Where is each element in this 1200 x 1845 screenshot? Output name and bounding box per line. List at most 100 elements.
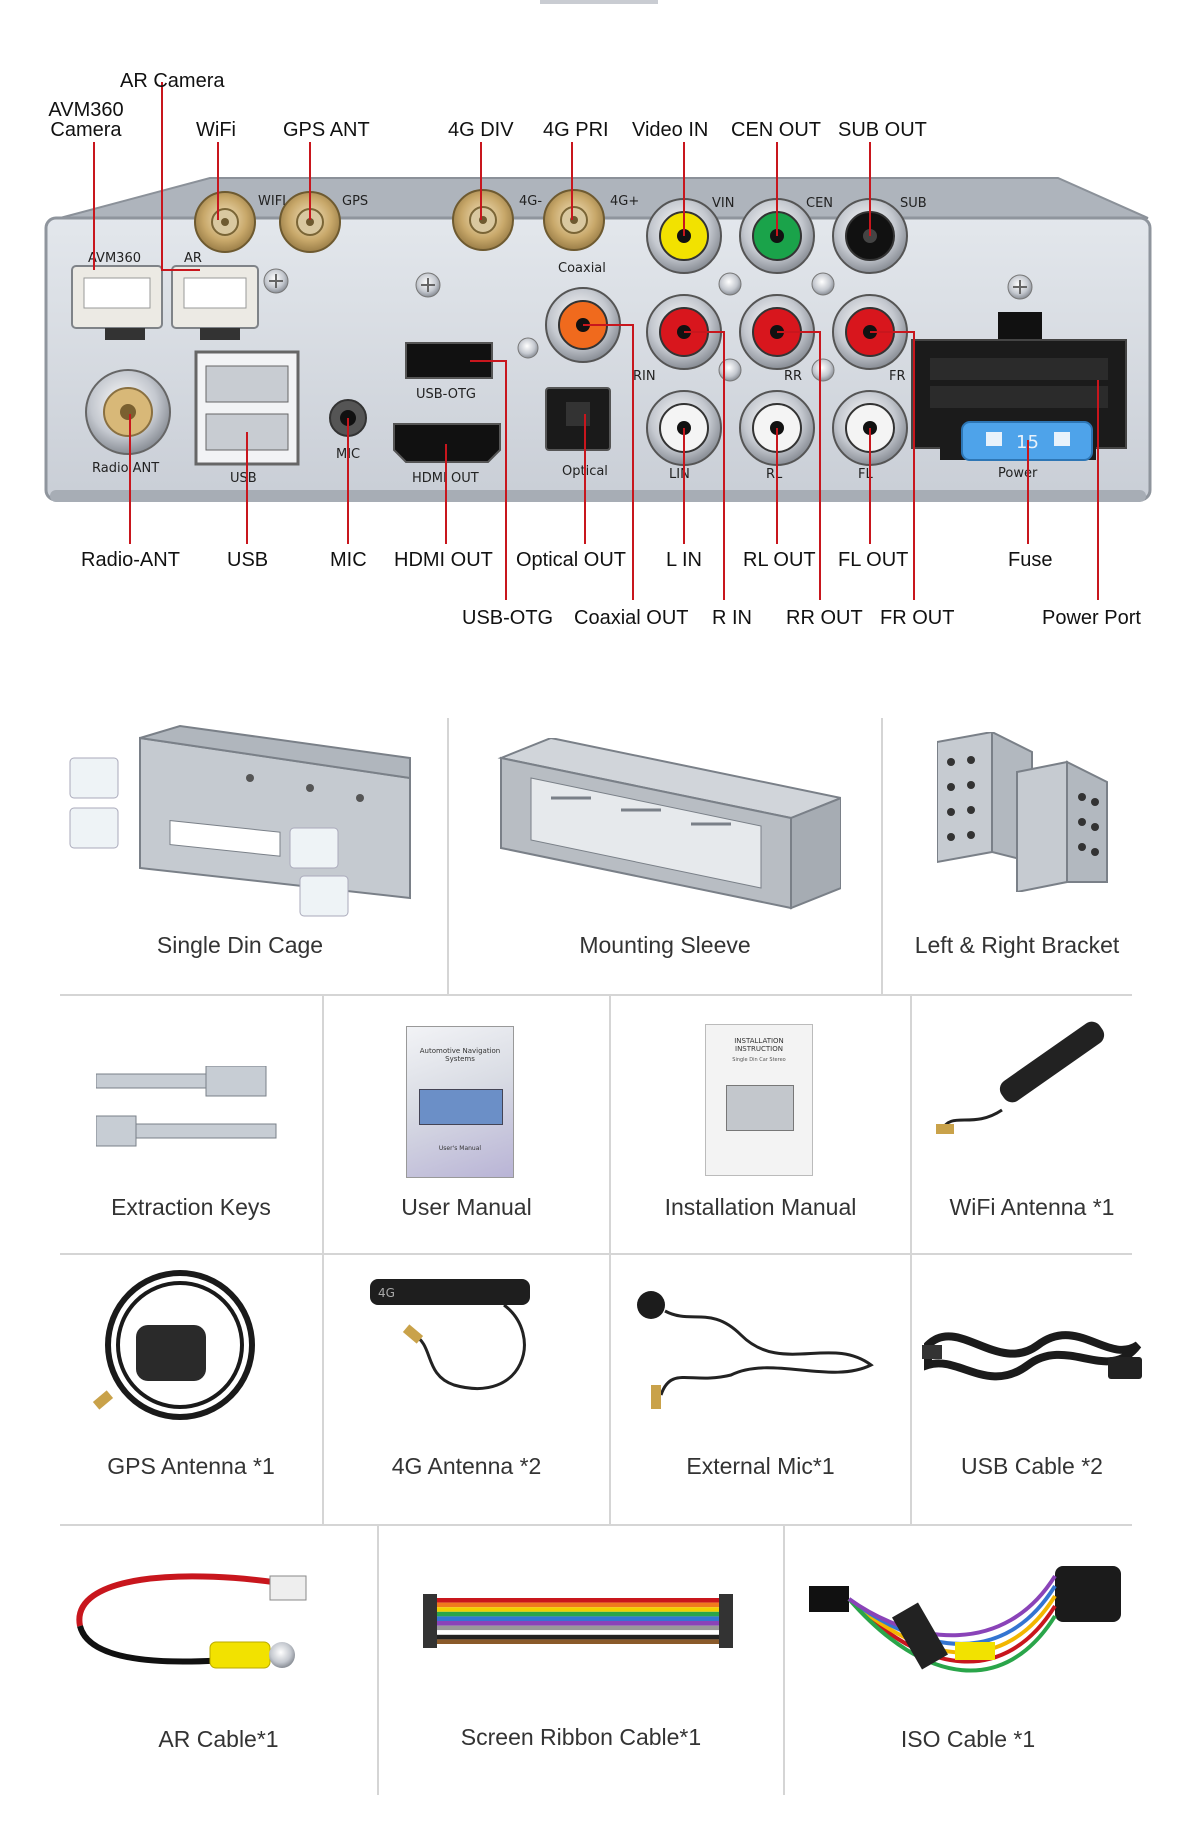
leader-line-ar-camera [161,82,200,271]
grid-vline-r1-2 [881,718,883,994]
installation-manual-title: INSTALLATION INSTRUCTION [734,1037,784,1054]
callout-ar-camera: AR Camera [120,70,225,92]
grid-vline-r4-2 [783,1526,785,1795]
ribbon-stripe [437,1630,719,1635]
printed-wifi: WIFI [258,194,286,209]
cell-usb-cable: USB Cable *2 [912,1255,1152,1524]
printed-coaxial: Coaxial [558,261,606,276]
callout-mic: MIC [330,549,367,571]
user-manual-image: Automotive Navigation Systems User's Man… [406,1026,514,1178]
leader-line-r-in [684,331,725,600]
printed-sub: SUB [900,196,927,211]
ribbon-stripe [437,1621,719,1626]
cell-mounting-sleeve: Mounting Sleeve [449,718,881,994]
cell-screen-ribbon-cable: Screen Ribbon Cable*1 [379,1526,783,1795]
grid-hline-2 [60,1253,1132,1255]
cell-iso-cable: ISO Cable *1 [785,1526,1151,1795]
grid-vline-r23-2 [609,996,611,1524]
printed-4g-plus: 4G+ [610,194,639,209]
printed-usb-otg: USB-OTG [416,387,476,402]
callout-avm360-camera: AVM360 Camera [48,99,124,141]
sma-4g-div-connector [452,189,514,251]
printed-ar: AR [184,251,202,266]
callout-4g-div: 4G DIV [448,119,514,141]
grid-vline-r4-1 [377,1526,379,1795]
label-wifi-antenna: WiFi Antenna *1 [949,1194,1115,1220]
callout-fr-out: FR OUT [880,607,955,629]
callout-usb: USB [227,549,269,571]
cell-wifi-antenna: WiFi Antenna *1 [912,996,1152,1253]
ribbon-stripe [437,1625,719,1631]
label-extraction-keys: Extraction Keys [111,1194,271,1220]
wifi-antenna-image [936,1021,1105,1134]
callout-cen-out: CEN OUT [731,119,821,141]
grid-vline-r23-3 [910,996,912,1524]
printed-lin: LIN [669,467,690,482]
extraction-keys-image [96,1066,277,1147]
callout-rr-out: RR OUT [786,607,863,629]
cell-extraction-keys: Extraction Keys [60,996,322,1253]
ribbon-stripe [437,1616,719,1621]
callout-power-port: Power Port [1042,607,1141,629]
ribbon-stripe [437,1598,719,1603]
printed-vin: VIN [712,196,734,211]
ar-connector [171,265,259,340]
cell-gps-antenna: GPS Antenna *1 [60,1255,322,1524]
label-4g-antenna: 4G Antenna *2 [391,1453,542,1479]
label-installation-manual: Installation Manual [664,1194,857,1220]
screw-4 [1007,274,1033,300]
grid-hline-1 [60,994,1132,996]
installation-manual-image: INSTALLATION INSTRUCTION Single Din Car … [705,1024,813,1176]
4g-antenna-mark: 4G [378,1286,395,1300]
avm360-connector [71,265,163,340]
label-screen-ribbon-cable: Screen Ribbon Cable*1 [460,1724,702,1750]
printed-4g-minus: 4G- [519,194,542,209]
printed-fl: FL [858,467,873,482]
installation-manual-sub: Single Din Car Stereo [732,1057,786,1063]
screw-1 [263,268,289,294]
external-mic-image [637,1291,874,1409]
printed-fr: FR [889,369,906,384]
printed-rl: RL [766,467,783,482]
cell-left-right-bracket: Left & Right Bracket [883,718,1151,994]
callout-hdmi-out: HDMI OUT [394,549,493,571]
label-iso-cable: ISO Cable *1 [900,1726,1036,1752]
callout-video-in: Video IN [632,119,709,141]
rca-jacks [545,198,908,466]
label-usb-cable: USB Cable *2 [961,1453,1103,1479]
single-din-cage-image [69,724,411,917]
leader-line-coaxial-out [583,324,634,600]
callout-rl-out: RL OUT [743,549,816,571]
cell-installation-manual: INSTALLATION INSTRUCTION Single Din Car … [611,996,910,1253]
mounting-sleeve-image [497,738,841,910]
ribbon-stripe [437,1639,719,1644]
printed-radio-ant: Radio ANT [92,461,159,476]
cell-single-din-cage: Single Din Cage [40,718,440,994]
cell-4g-antenna: 4G 4G Antenna *2 [324,1255,609,1524]
ribbon-stripe [437,1602,719,1608]
printed-cen: CEN [806,196,833,211]
grid-vline-r1-1 [447,718,449,994]
left-right-bracket-image [937,732,1108,892]
4g-antenna-image: 4G [370,1279,530,1390]
ribbon-stripe [437,1607,719,1612]
callout-radio-ant: Radio-ANT [81,549,180,571]
callout-wifi: WiFi [196,119,236,141]
callout-fuse: Fuse [1008,549,1053,571]
screw-3 [517,337,539,359]
sma-wifi-connector [194,191,256,253]
usb-cable-image [922,1331,1142,1381]
leader-line-rr-out [777,331,821,600]
callout-r-in: R IN [712,607,752,629]
label-ar-cable: AR Cable*1 [158,1726,279,1752]
callout-coaxial-out: Coaxial OUT [574,607,689,629]
user-manual-title: Automotive Navigation Systems [419,1047,501,1063]
ribbon-stripe [437,1611,719,1617]
screw-6 [811,272,835,296]
sma-4g-pri-connector [543,189,605,251]
cell-external-mic: External Mic*1 [611,1255,910,1524]
screw-2 [415,272,441,298]
callout-gps-ant: GPS ANT [283,119,370,141]
callout-l-in: L IN [666,549,702,571]
